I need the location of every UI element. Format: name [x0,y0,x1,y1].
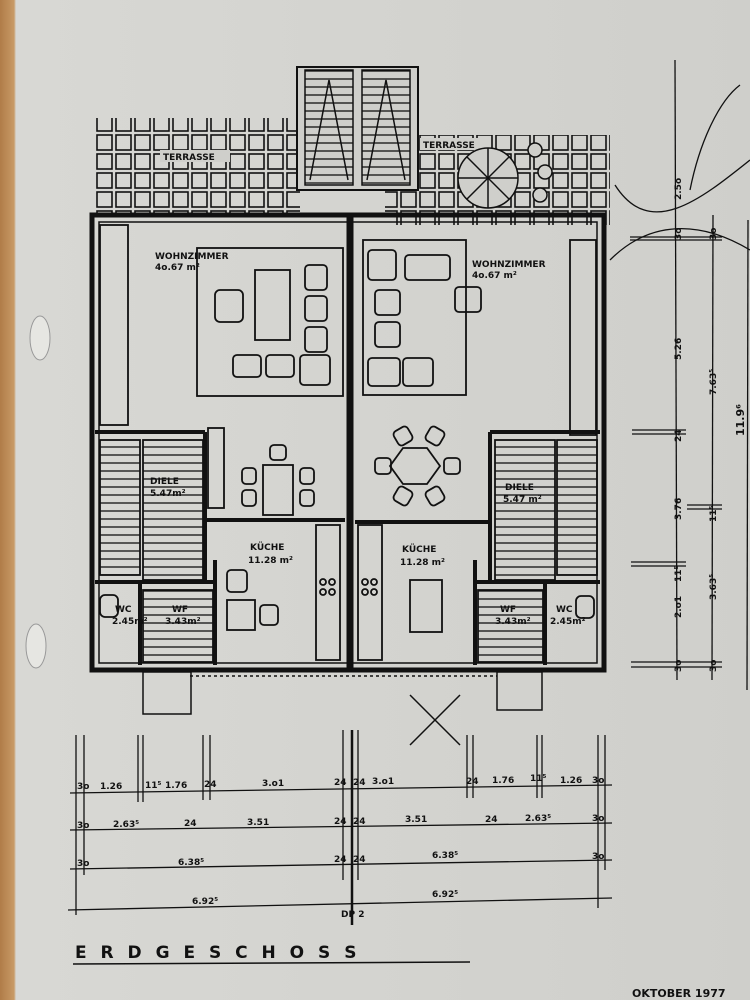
terrace-left-label: TERRASSE [163,153,215,163]
sheet-date: OKTOBER 1977 [632,987,726,1000]
terrace-left-tiles [95,118,300,215]
svg-text:24: 24 [674,429,684,442]
svg-text:24: 24 [353,817,366,827]
garden-steps [296,66,419,191]
svg-text:3.51: 3.51 [405,815,427,825]
svg-text:24: 24 [184,819,197,829]
svg-text:11⁵: 11⁵ [674,565,684,582]
axis-mark: DP 2 [341,910,364,920]
svg-text:11⁵: 11⁵ [709,505,719,522]
svg-text:3o: 3o [709,660,719,672]
dimension-row-2: 3o 2.63⁵ 24 3.51 24 24 3.51 24 2.63⁵ 3o [77,814,604,831]
svg-text:1.76: 1.76 [165,781,187,791]
vertical-dimension-lines [609,59,750,691]
svg-text:24: 24 [353,855,366,865]
svg-text:3o: 3o [77,859,89,869]
svg-text:24: 24 [466,777,479,787]
svg-text:24: 24 [334,855,347,865]
umbrella-icon [457,142,553,209]
terrace-right-label: TERRASSE [423,141,475,151]
title-underline [72,961,471,965]
svg-text:3.51: 3.51 [247,818,269,828]
room-area: 5.47 m² [503,495,542,505]
svg-text:3.o1: 3.o1 [262,779,284,789]
room-name: WF [500,605,516,615]
room-area: 11.28 m² [248,556,293,566]
punch-hole [25,623,47,669]
room-name: WF [172,605,188,615]
room-name: WC [115,605,132,615]
room-name: DIELE [505,483,534,493]
room-area: 11.28 m² [400,558,445,568]
svg-text:3o: 3o [77,782,89,792]
room-name: WC [556,605,573,615]
svg-text:11⁵: 11⁵ [145,781,162,791]
svg-text:1.26: 1.26 [560,776,582,786]
room-area: 3.43m² [165,617,201,627]
svg-text:7.63⁵: 7.63⁵ [709,369,719,395]
left-living-furniture [99,224,344,663]
dimension-row-3: 3o 6.38⁵ 24 24 6.38⁵ 3o [77,851,604,869]
svg-text:6.92⁵: 6.92⁵ [432,890,458,900]
svg-text:24: 24 [334,817,347,827]
room-name: KÜCHE [250,542,284,553]
svg-text:3.63⁵: 3.63⁵ [709,574,719,600]
right-living-furniture [357,239,598,663]
svg-text:2.63⁵: 2.63⁵ [113,820,139,830]
dimension-row-1: 3o 1.26 11⁵ 1.76 24 3.o1 24 24 3.o1 24 1… [77,774,604,792]
svg-text:3o: 3o [592,852,604,862]
room-area: 4o.67 m² [472,271,517,281]
room-name: WOHNZIMMER [472,260,546,270]
svg-text:24: 24 [485,815,498,825]
svg-text:3o: 3o [709,228,719,240]
svg-text:6.38⁵: 6.38⁵ [432,851,458,861]
svg-text:2.5o: 2.5o [674,178,684,200]
room-name: DIELE [150,477,179,487]
dimension-lines [67,730,613,925]
room-area: 2.45m² [550,617,586,627]
dining-table [388,447,442,485]
svg-text:3o: 3o [592,776,604,786]
svg-text:3.o1: 3.o1 [372,777,394,787]
svg-text:1.26: 1.26 [100,782,122,792]
punch-hole [29,315,51,361]
svg-text:2.o1: 2.o1 [674,596,684,618]
room-name: WOHNZIMMER [155,252,229,262]
svg-text:24: 24 [334,778,347,788]
svg-text:24: 24 [353,778,366,788]
svg-text:3o: 3o [674,660,684,672]
svg-text:3.76: 3.76 [674,498,684,520]
svg-text:5.26: 5.26 [674,338,684,360]
dimension-row-4: 6.92⁵ 6.92⁵ [192,890,458,907]
svg-text:6.92⁵: 6.92⁵ [192,897,218,907]
room-name: KÜCHE [402,544,436,555]
svg-text:3o: 3o [674,228,684,240]
vertical-total-label: 11.9⁶ [734,404,747,436]
svg-text:3o: 3o [592,814,604,824]
room-area: 2.45m² [112,617,148,627]
svg-text:3o: 3o [77,821,89,831]
sheet-title: E R D G E S C H O S S [75,943,360,963]
building-walls [89,212,607,673]
vertical-dimension-labels: 2.5o 3o 5.26 24 3.76 11⁵ 2.o1 3o 3o 7.63… [674,178,747,672]
svg-text:24: 24 [204,780,217,790]
front-entrance [142,671,543,746]
svg-text:1.76: 1.76 [492,776,514,786]
room-area: 5.47m² [150,489,186,499]
room-area: 4o.67 m² [155,263,200,273]
svg-text:2.63⁵: 2.63⁵ [525,814,551,824]
room-area: 3.43m² [495,617,531,627]
svg-text:6.38⁵: 6.38⁵ [178,858,204,868]
svg-text:11⁵: 11⁵ [530,774,547,784]
